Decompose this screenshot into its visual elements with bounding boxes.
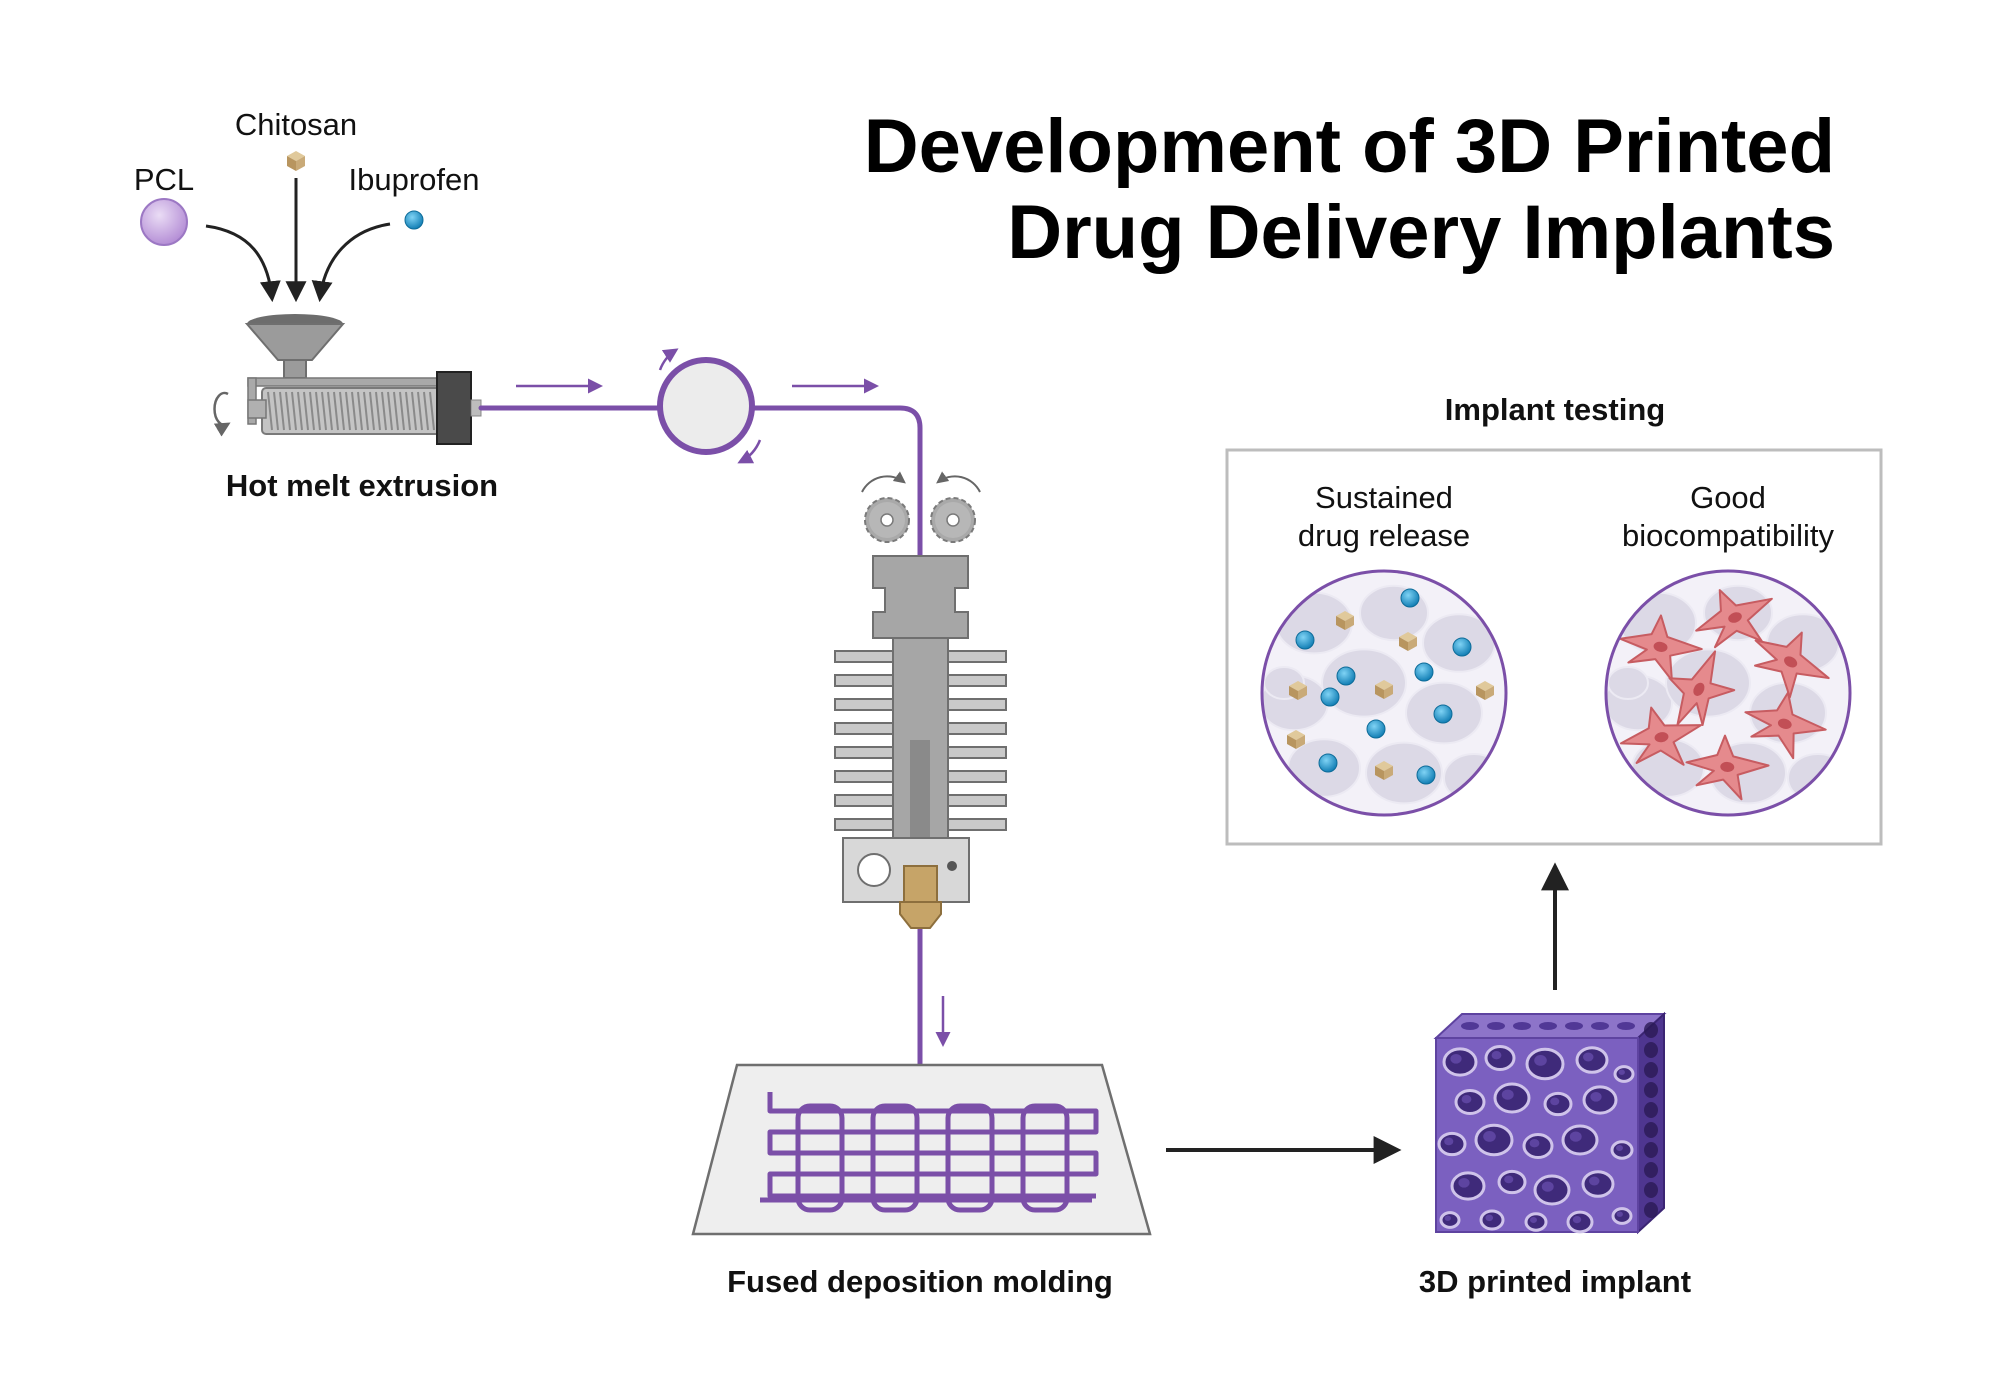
- ibuprofen-feed-arrow: [311, 222, 391, 303]
- drug-release-micrograph: [1260, 569, 1508, 817]
- biocompat-heading-line-1: Good: [1690, 480, 1766, 515]
- spool-rotation-top-icon: [658, 348, 679, 371]
- implant-testing-label: Implant testing: [1445, 392, 1665, 427]
- spool-rotation-bottom-icon: [737, 439, 762, 464]
- biocompat-heading-line-2: biocompatibility: [1622, 518, 1834, 553]
- release-heading-line-2: drug release: [1298, 518, 1470, 553]
- pcl-sphere-icon: [140, 198, 188, 246]
- pcl-feed-arrow: [205, 224, 281, 303]
- rotation-arrow-icon: [213, 391, 231, 437]
- fused-deposition-label: Fused deposition molding: [727, 1264, 1113, 1299]
- chitosan-cube-icon: [287, 151, 305, 171]
- hot-melt-extruder: [213, 314, 482, 445]
- ibuprofen-sphere-icon: [404, 210, 424, 230]
- biocompatibility-micrograph: [1604, 569, 1852, 817]
- title-line-1: Development of 3D Printed: [864, 104, 1835, 189]
- printed-implant-label: 3D printed implant: [1419, 1264, 1691, 1299]
- drive-gear-left-icon: [864, 497, 910, 543]
- filament-spool: [657, 357, 755, 455]
- drive-gear-right-icon: [930, 497, 976, 543]
- hot-melt-extrusion-label: Hot melt extrusion: [226, 468, 498, 503]
- print-head: [834, 471, 1007, 929]
- release-heading-line-1: Sustained: [1315, 480, 1453, 515]
- build-plate: [691, 1063, 1152, 1236]
- printed-filament-pattern: [760, 1092, 1099, 1213]
- ibuprofen-label: Ibuprofen: [349, 162, 480, 197]
- ingredients-group: PCL Chitosan Ibuprofen: [134, 107, 480, 303]
- pcl-label: PCL: [134, 162, 194, 197]
- title-line-2: Drug Delivery Implants: [1007, 190, 1835, 275]
- porous-scaffold-icon: [1433, 1011, 1667, 1235]
- chitosan-label: Chitosan: [235, 107, 357, 142]
